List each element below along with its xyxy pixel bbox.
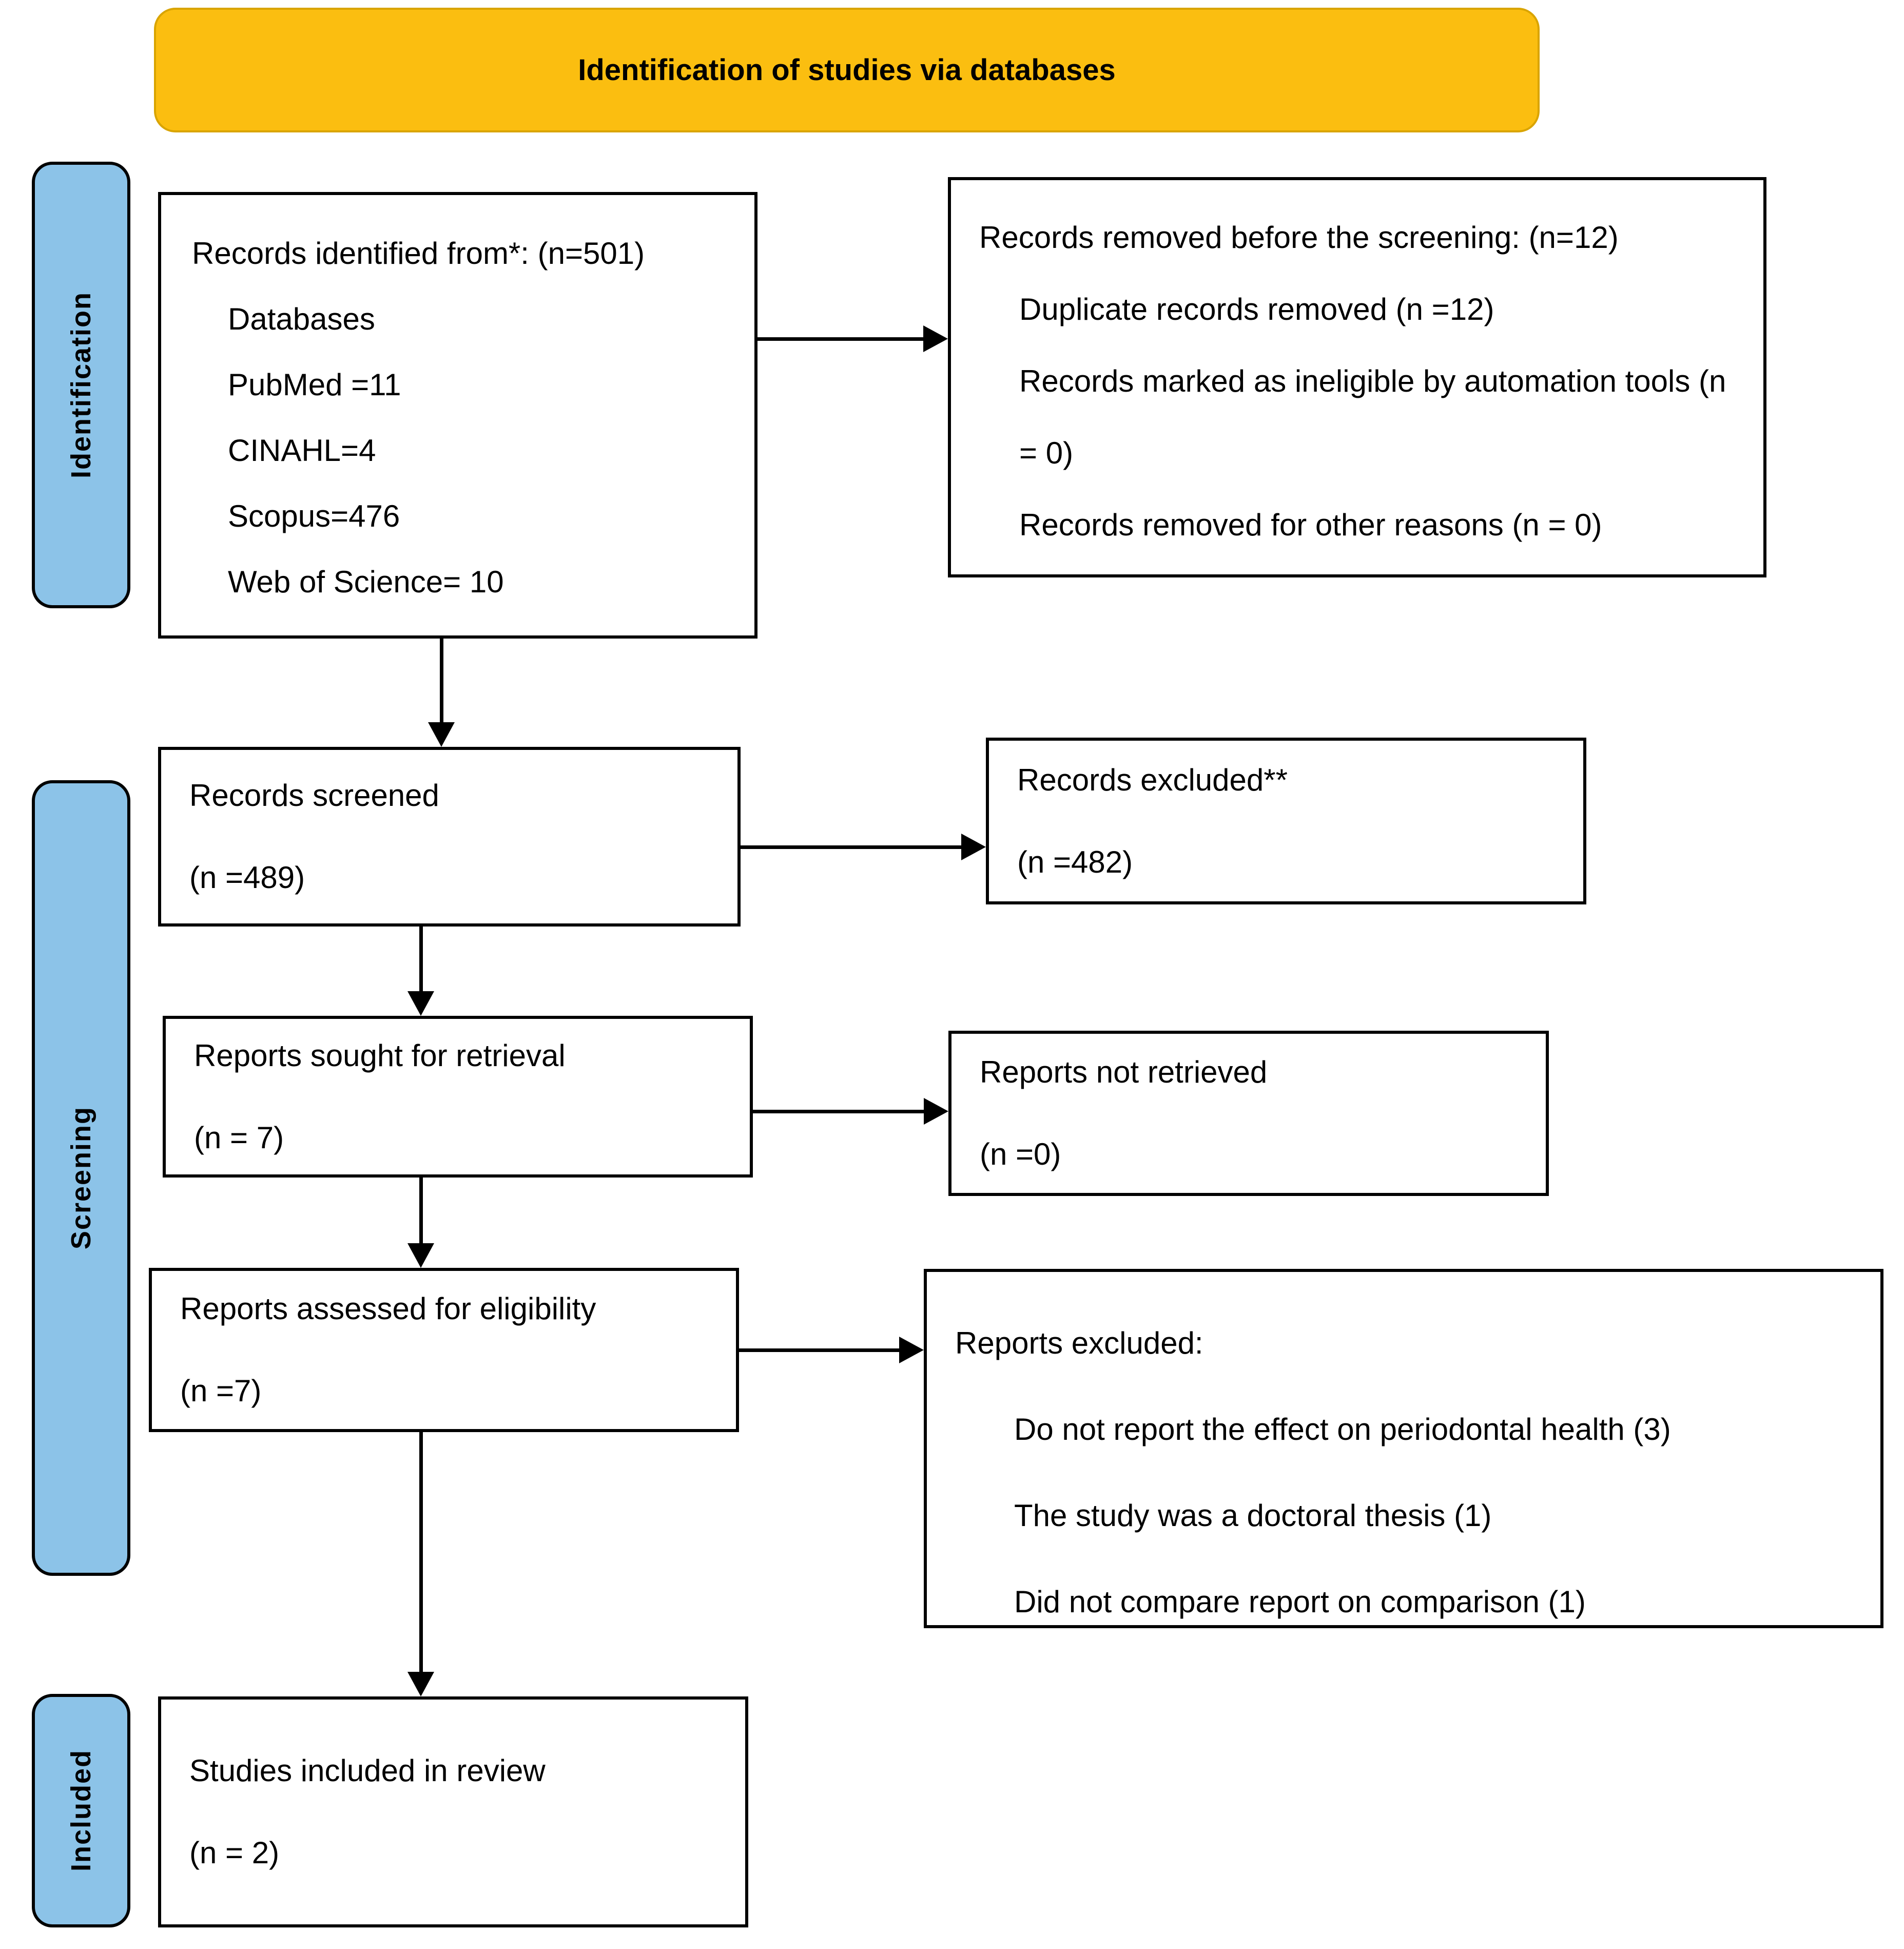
reports-sought-count: (n = 7) bbox=[194, 1120, 284, 1155]
flow-arrow-sought-to-assessed bbox=[407, 1178, 434, 1268]
flow-arrow-assessed-to-included bbox=[407, 1432, 434, 1696]
arrow-shaft bbox=[753, 1110, 927, 1113]
arrow-head-down-icon bbox=[407, 1243, 434, 1268]
arrow-head-right-icon bbox=[923, 325, 948, 352]
arrow-head-down-icon bbox=[407, 1672, 434, 1696]
arrow-shaft bbox=[440, 639, 443, 725]
box-reports-sought: Reports sought for retrieval (n = 7) bbox=[163, 1016, 753, 1178]
arrow-head-down-icon bbox=[428, 722, 455, 747]
studies-included-count: (n = 2) bbox=[189, 1836, 280, 1870]
box-records-excluded: Records excluded** (n =482) bbox=[986, 738, 1586, 904]
arrow-head-right-icon bbox=[924, 1098, 948, 1125]
stage-tab-identification: Identification bbox=[32, 162, 130, 608]
reports-assessed-count: (n =7) bbox=[180, 1374, 262, 1408]
arrow-shaft bbox=[419, 1432, 423, 1675]
records-identified-item: Scopus=476 bbox=[228, 499, 400, 533]
reports-excluded-reason: The study was a doctoral thesis (1) bbox=[1014, 1498, 1492, 1533]
flow-arrow-screened-to-excluded bbox=[741, 834, 986, 860]
reports-excluded-reason: Do not report the effect on periodontal … bbox=[1014, 1412, 1671, 1446]
stage-tab-identification-label: Identification bbox=[66, 292, 96, 478]
box-studies-included: Studies included in review (n = 2) bbox=[158, 1696, 748, 1927]
stage-tab-screening: Screening bbox=[32, 780, 130, 1576]
reports-excluded-reason: Did not compare report on comparison (1) bbox=[1014, 1585, 1586, 1619]
records-excluded-label: Records excluded** bbox=[1017, 762, 1288, 797]
reports-assessed-label: Reports assessed for eligibility bbox=[180, 1291, 596, 1326]
box-reports-not-retrieved: Reports not retrieved (n =0) bbox=[948, 1031, 1549, 1196]
records-excluded-count: (n =482) bbox=[1017, 844, 1133, 879]
records-screened-label: Records screened bbox=[189, 778, 439, 813]
arrow-shaft bbox=[739, 1348, 902, 1352]
stage-tab-included: Included bbox=[32, 1694, 130, 1927]
records-removed-item: Duplicate records removed (n =12) bbox=[1019, 292, 1494, 326]
arrow-head-right-icon bbox=[899, 1337, 924, 1363]
arrow-shaft bbox=[757, 337, 926, 341]
box-reports-assessed: Reports assessed for eligibility (n =7) bbox=[149, 1268, 739, 1432]
stage-tab-included-label: Included bbox=[66, 1749, 96, 1872]
arrow-head-right-icon bbox=[961, 834, 986, 860]
records-removed-item: Records removed for other reasons (n = 0… bbox=[1019, 508, 1602, 542]
title-banner: Identification of studies via databases bbox=[154, 8, 1540, 132]
records-screened-count: (n =489) bbox=[189, 860, 305, 895]
reports-not-retrieved-label: Reports not retrieved bbox=[980, 1055, 1268, 1089]
flow-arrow-assessed-to-reports-excluded bbox=[739, 1337, 924, 1363]
flow-arrow-sought-to-not-retrieved bbox=[753, 1098, 948, 1125]
box-reports-excluded: Reports excluded: Do not report the effe… bbox=[924, 1269, 1883, 1628]
reports-excluded-title: Reports excluded: bbox=[955, 1326, 1203, 1360]
flow-arrow-screened-to-sought bbox=[407, 927, 434, 1016]
flow-arrow-identified-to-screened bbox=[428, 639, 455, 747]
records-identified-title: Records identified from*: (n=501) bbox=[192, 236, 645, 271]
records-identified-item: CINAHL=4 bbox=[228, 433, 376, 468]
arrow-shaft bbox=[419, 927, 423, 994]
box-records-removed: Records removed before the screening: (n… bbox=[948, 177, 1766, 577]
records-identified-item: PubMed =11 bbox=[228, 368, 401, 402]
arrow-shaft bbox=[419, 1178, 423, 1246]
records-identified-item: Databases bbox=[228, 302, 375, 336]
box-records-screened: Records screened (n =489) bbox=[158, 747, 741, 927]
arrow-shaft bbox=[741, 845, 964, 849]
stage-tab-screening-label: Screening bbox=[66, 1106, 96, 1250]
records-removed-item: Records marked as ineligible by automati… bbox=[1019, 364, 1726, 470]
box-records-identified: Records identified from*: (n=501) Databa… bbox=[158, 192, 757, 639]
records-removed-title: Records removed before the screening: (n… bbox=[979, 220, 1619, 255]
arrow-head-down-icon bbox=[407, 991, 434, 1016]
reports-not-retrieved-count: (n =0) bbox=[980, 1137, 1061, 1171]
studies-included-label: Studies included in review bbox=[189, 1753, 546, 1788]
reports-sought-label: Reports sought for retrieval bbox=[194, 1038, 566, 1073]
title-banner-label: Identification of studies via databases bbox=[578, 53, 1116, 87]
records-identified-item: Web of Science= 10 bbox=[228, 565, 504, 599]
flow-arrow-identified-to-removed bbox=[757, 325, 948, 352]
